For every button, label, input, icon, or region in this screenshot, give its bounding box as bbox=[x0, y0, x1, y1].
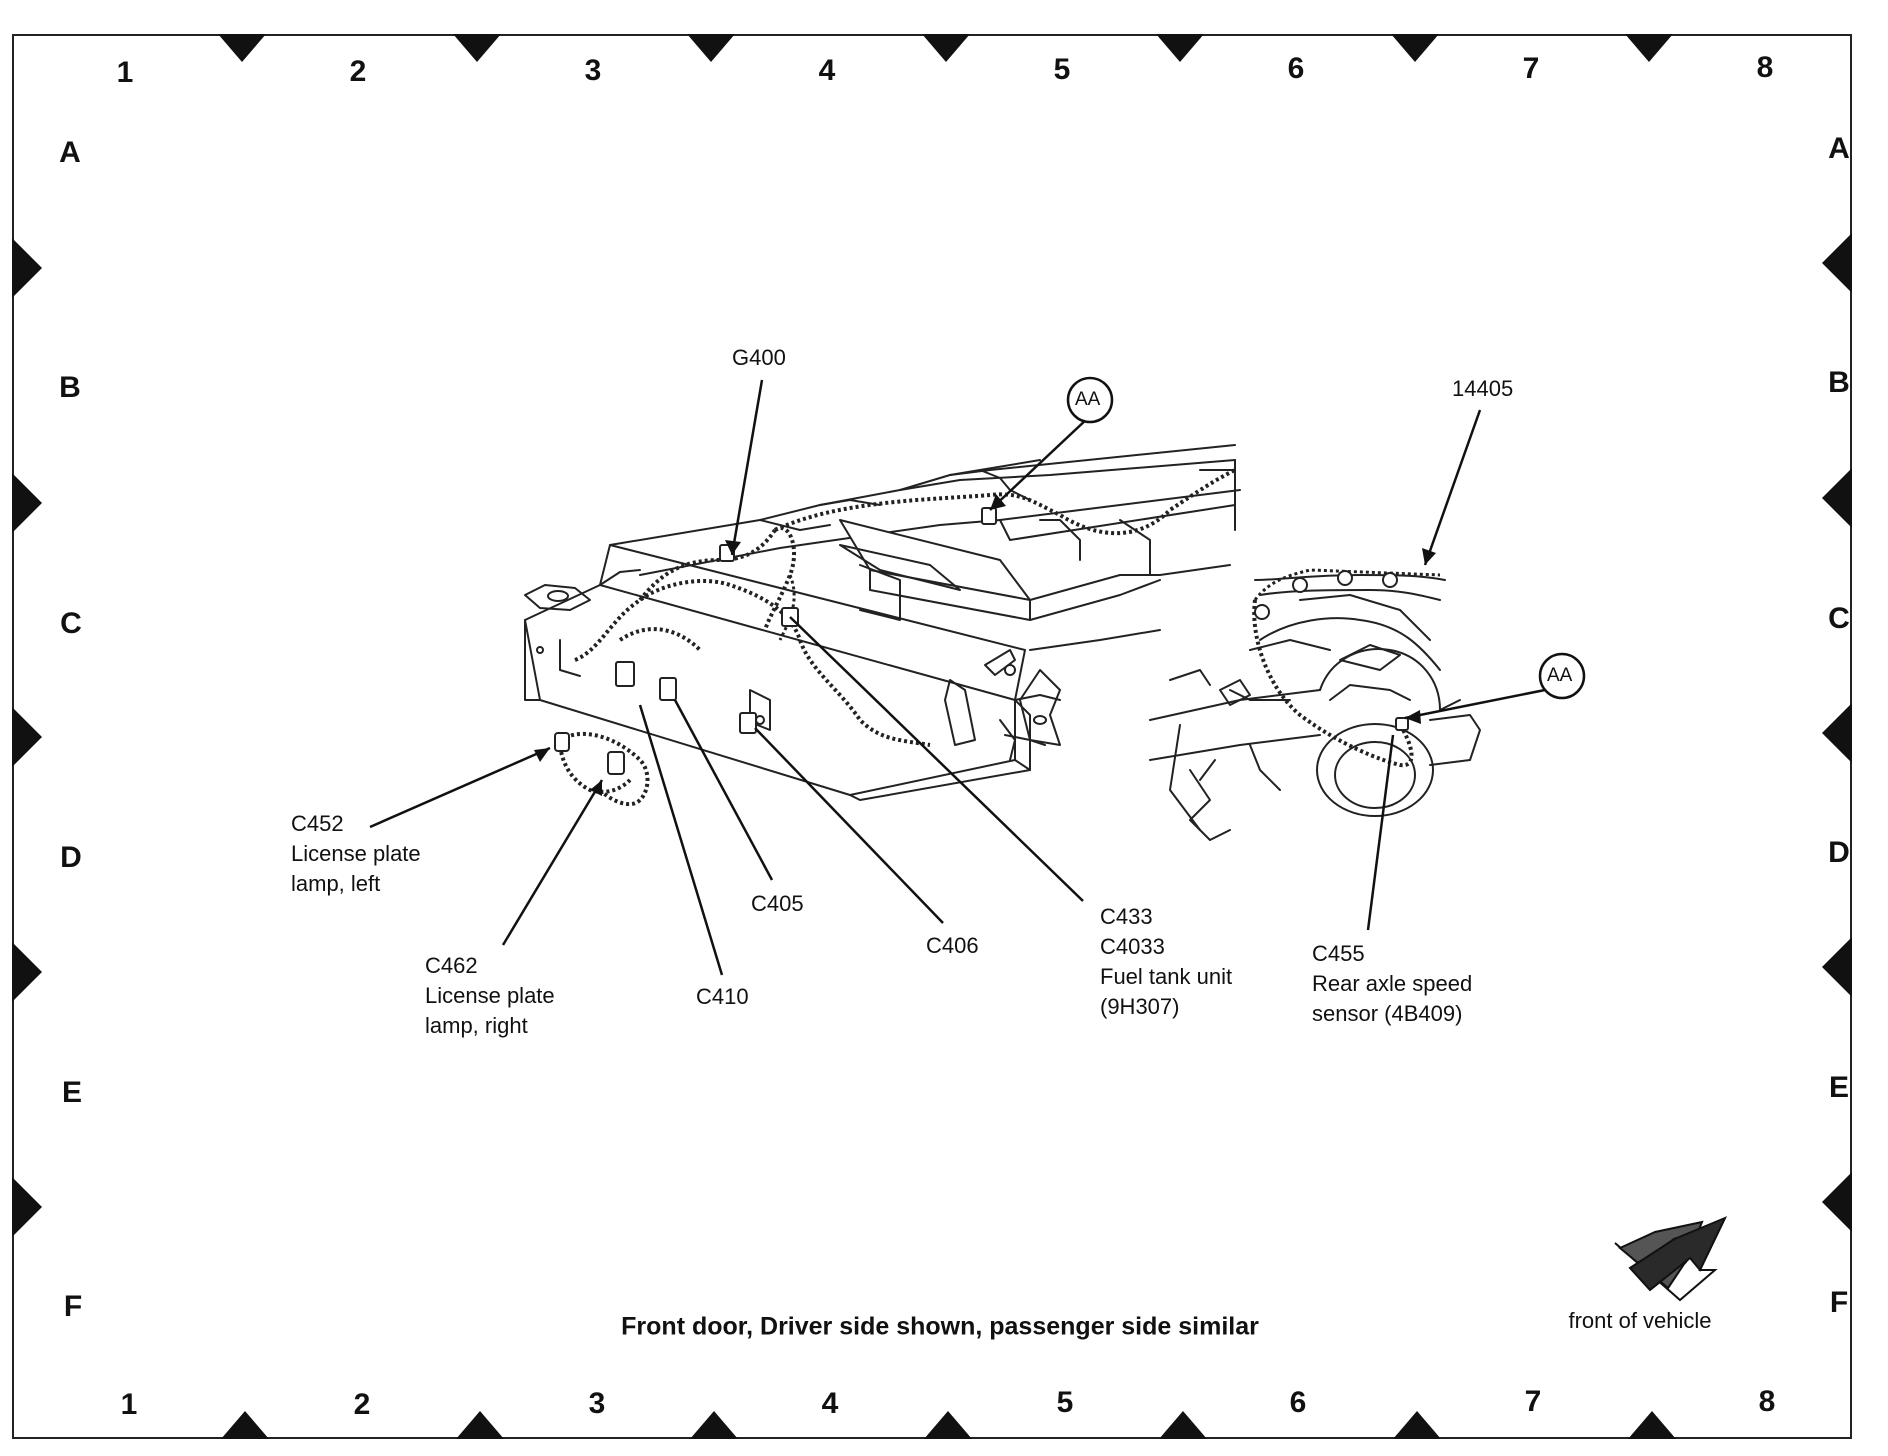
leader-arrowheads bbox=[534, 494, 1436, 796]
grid-row-right-c: C bbox=[1828, 602, 1850, 635]
left-marker-3 bbox=[12, 707, 42, 767]
wiring-harness bbox=[558, 468, 1236, 807]
grid-col-top-4: 4 bbox=[818, 54, 836, 87]
top-marker-6 bbox=[1391, 34, 1439, 62]
right-marker-5 bbox=[1822, 1172, 1852, 1232]
label-c462: C462 License plate lamp, right bbox=[425, 951, 555, 1041]
label-c433: C433 C4033 Fuel tank unit (9H307) bbox=[1100, 902, 1232, 1022]
label-c462-line-1: C462 bbox=[425, 953, 478, 978]
right-marker-4 bbox=[1822, 937, 1852, 997]
grid-row-left-a: A bbox=[59, 136, 81, 169]
rear-frame-drawing bbox=[524, 444, 1241, 801]
label-c455-line-1: C455 bbox=[1312, 941, 1365, 966]
top-marker-7 bbox=[1625, 34, 1673, 62]
grid-row-left-f: F bbox=[63, 1290, 83, 1323]
label-c452-line-2: License plate bbox=[291, 841, 421, 866]
label-c452-line-1: C452 bbox=[291, 811, 344, 836]
axle-harness bbox=[1252, 568, 1441, 768]
label-c406: C406 bbox=[926, 933, 979, 958]
label-c452: C452 License plate lamp, left bbox=[291, 809, 421, 899]
diagram-caption: Front door, Driver side shown, passenger… bbox=[621, 1312, 1259, 1341]
grid-row-left-e: E bbox=[61, 1076, 83, 1109]
grid-row-left-d: D bbox=[60, 841, 82, 874]
label-c405: C405 bbox=[751, 891, 804, 916]
grid-col-top-5: 5 bbox=[1053, 53, 1071, 86]
grid-row-right-f: F bbox=[1829, 1286, 1849, 1319]
right-marker-2 bbox=[1822, 468, 1852, 528]
left-marker-5 bbox=[12, 1177, 42, 1237]
grid-col-top-2: 2 bbox=[349, 55, 367, 88]
aa-circles bbox=[1066, 376, 1586, 700]
grid-row-right-e: E bbox=[1828, 1071, 1850, 1104]
label-c455-line-3: sensor (4B409) bbox=[1312, 1001, 1463, 1026]
top-marker-1 bbox=[218, 34, 266, 62]
bottom-marker-4 bbox=[924, 1411, 972, 1439]
left-marker-1 bbox=[12, 238, 42, 298]
front-of-vehicle-label: front of vehicle bbox=[1568, 1308, 1712, 1333]
top-marker-2 bbox=[453, 34, 501, 62]
label-c433-line-4: (9H307) bbox=[1100, 994, 1180, 1019]
grid-col-top-3: 3 bbox=[584, 54, 602, 87]
leader-lines bbox=[369, 379, 1546, 976]
grid-col-bottom-6: 6 bbox=[1289, 1386, 1307, 1419]
left-marker-4 bbox=[12, 942, 42, 1002]
top-marker-4 bbox=[922, 34, 970, 62]
grid-col-top-6: 6 bbox=[1287, 52, 1305, 85]
bottom-marker-2 bbox=[456, 1411, 504, 1439]
front-arrow-icon bbox=[1614, 1216, 1728, 1302]
grid-col-bottom-2: 2 bbox=[353, 1388, 371, 1421]
label-aa-top: AA bbox=[1075, 389, 1101, 410]
bottom-marker-3 bbox=[690, 1411, 738, 1439]
grid-col-bottom-4: 4 bbox=[821, 1387, 839, 1420]
grid-col-bottom-7: 7 bbox=[1524, 1385, 1542, 1418]
bottom-marker-1 bbox=[221, 1411, 269, 1439]
label-c452-line-3: lamp, left bbox=[291, 871, 381, 896]
grid-col-bottom-3: 3 bbox=[588, 1387, 606, 1420]
grid-col-top-1: 1 bbox=[116, 56, 134, 89]
label-c433-line-1: C433 bbox=[1100, 904, 1153, 929]
label-c455: C455 Rear axle speed sensor (4B409) bbox=[1312, 939, 1472, 1029]
right-marker-1 bbox=[1822, 233, 1852, 293]
label-aa-right: AA bbox=[1547, 665, 1573, 686]
left-marker-2 bbox=[12, 473, 42, 533]
bottom-marker-7 bbox=[1628, 1411, 1676, 1439]
label-c433-line-3: Fuel tank unit bbox=[1100, 964, 1233, 989]
grid-col-bottom-5: 5 bbox=[1056, 1386, 1074, 1419]
grid-col-top-8: 8 bbox=[1756, 51, 1774, 84]
grid-col-top-7: 7 bbox=[1522, 52, 1540, 85]
grid-col-bottom-1: 1 bbox=[120, 1388, 138, 1421]
top-marker-5 bbox=[1156, 34, 1204, 62]
label-c433-line-2: C4033 bbox=[1100, 934, 1165, 959]
top-marker-3 bbox=[687, 34, 735, 62]
label-g400: G400 bbox=[732, 345, 786, 370]
grid-col-bottom-8: 8 bbox=[1758, 1385, 1776, 1418]
grid-row-left-b: B bbox=[59, 371, 81, 404]
right-marker-3 bbox=[1822, 703, 1852, 763]
connectors bbox=[554, 507, 997, 775]
bottom-marker-6 bbox=[1393, 1411, 1441, 1439]
label-c455-line-2: Rear axle speed bbox=[1312, 971, 1473, 996]
harness-clips bbox=[1254, 570, 1409, 731]
grid-row-right-b: B bbox=[1828, 366, 1850, 399]
grid-row-left-c: C bbox=[60, 607, 82, 640]
rear-axle-drawing bbox=[1149, 574, 1481, 841]
grid-row-right-d: D bbox=[1828, 836, 1850, 869]
label-c462-line-3: lamp, right bbox=[425, 1013, 528, 1038]
bottom-marker-5 bbox=[1159, 1411, 1207, 1439]
grid-markers bbox=[12, 34, 1852, 1439]
label-14405: 14405 bbox=[1452, 376, 1514, 401]
grid-row-right-a: A bbox=[1828, 132, 1850, 165]
label-c462-line-2: License plate bbox=[425, 983, 555, 1008]
label-c410: C410 bbox=[696, 984, 749, 1009]
